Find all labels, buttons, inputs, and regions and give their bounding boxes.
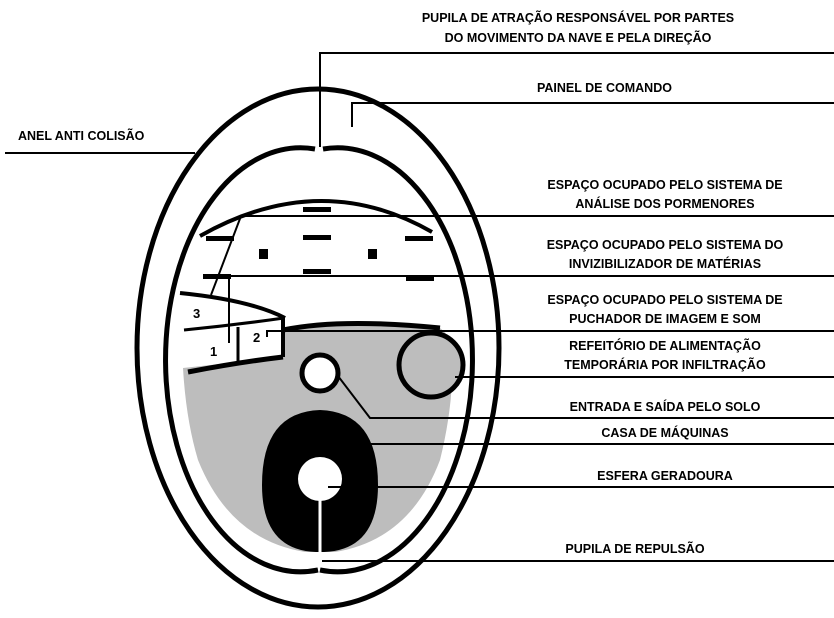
inner-hull-right xyxy=(319,145,475,575)
compartment-1-number: 1 xyxy=(210,344,217,359)
label-casa: CASA DE MÁQUINAS xyxy=(601,425,728,440)
label-puchador-line2: PUCHADOR DE IMAGEM E SOM xyxy=(569,312,761,326)
leader-invisibilizador xyxy=(228,275,834,343)
label-pupila-atracao-line1: PUPILA DE ATRAÇÃO RESPONSÁVEL POR PARTES xyxy=(422,10,734,25)
label-painel: PAINEL DE COMANDO xyxy=(537,81,672,95)
label-esfera: ESFERA GERADOURA xyxy=(597,469,733,483)
label-refeitorio-line1: REFEITÓRIO DE ALIMENTAÇÃO xyxy=(569,338,761,353)
engine-room-top-edge xyxy=(282,320,441,333)
ground-entrance-circle xyxy=(299,352,341,394)
leader-pupila-atracao xyxy=(319,52,834,147)
label-invisibilizador-line1: ESPAÇO OCUPADO PELO SISTEMA DO xyxy=(547,238,784,252)
refectory-circle xyxy=(396,330,466,400)
panel-bar xyxy=(303,207,331,212)
panel-bar xyxy=(406,276,434,281)
label-analise-line1: ESPAÇO OCUPADO PELO SISTEMA DE xyxy=(547,178,782,192)
label-anel: ANEL ANTI COLISÃO xyxy=(18,128,145,143)
compartment-3-number: 3 xyxy=(193,306,200,321)
label-refeitorio-line2: TEMPORÁRIA POR INFILTRAÇÃO xyxy=(564,357,766,372)
compartment-3-top xyxy=(179,291,286,320)
compartment-1-2-top xyxy=(183,316,285,332)
label-analise-line2: ANÁLISE DOS PORMENORES xyxy=(575,196,754,211)
label-entrada: ENTRADA E SAÍDA PELO SOLO xyxy=(570,399,761,414)
panel-bar xyxy=(206,236,234,241)
panel-bar xyxy=(303,235,331,240)
analysis-space-arc xyxy=(199,199,433,238)
panel-dot xyxy=(259,249,268,259)
leader-entrada xyxy=(337,375,834,419)
leader-puchador xyxy=(266,330,834,337)
panel-bar xyxy=(405,236,433,241)
label-pupila-atracao-line2: DO MOVIMENTO DA NAVE E PELA DIREÇÃO xyxy=(445,30,712,45)
label-repulsao: PUPILA DE REPULSÃO xyxy=(565,541,704,556)
label-puchador-line1: ESPAÇO OCUPADO PELO SISTEMA DE xyxy=(547,293,782,307)
label-invisibilizador-line2: INVIZIBILIZADOR DE MATÉRIAS xyxy=(569,256,761,271)
panel-dot xyxy=(368,249,377,259)
leader-analise xyxy=(210,215,834,296)
leader-painel xyxy=(351,102,834,127)
compartment-2-number: 2 xyxy=(253,330,260,345)
inner-hull-left xyxy=(163,145,319,575)
panel-bar xyxy=(303,269,331,274)
anti-collision-ring xyxy=(134,86,502,610)
generator-sphere xyxy=(298,457,342,501)
